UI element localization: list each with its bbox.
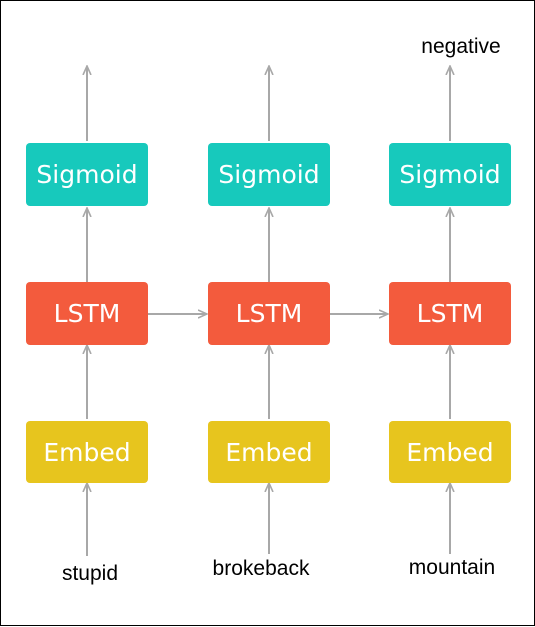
embed-node-3: Embed xyxy=(389,421,511,483)
input-word-3: mountain xyxy=(408,556,496,579)
input-word-1: stupid xyxy=(61,562,119,585)
embed-node-2: Embed xyxy=(208,421,330,483)
lstm-node-2: LSTM xyxy=(208,282,330,345)
output-label: negative xyxy=(421,35,501,58)
sigmoid-node-1: Sigmoid xyxy=(26,143,148,206)
sigmoid-node-3: Sigmoid xyxy=(389,143,511,206)
lstm-node-1: LSTM xyxy=(26,282,148,345)
embed-node-1: Embed xyxy=(26,421,148,483)
input-word-2: brokeback xyxy=(212,557,310,580)
sigmoid-node-2: Sigmoid xyxy=(208,143,330,206)
lstm-node-3: LSTM xyxy=(389,282,511,345)
